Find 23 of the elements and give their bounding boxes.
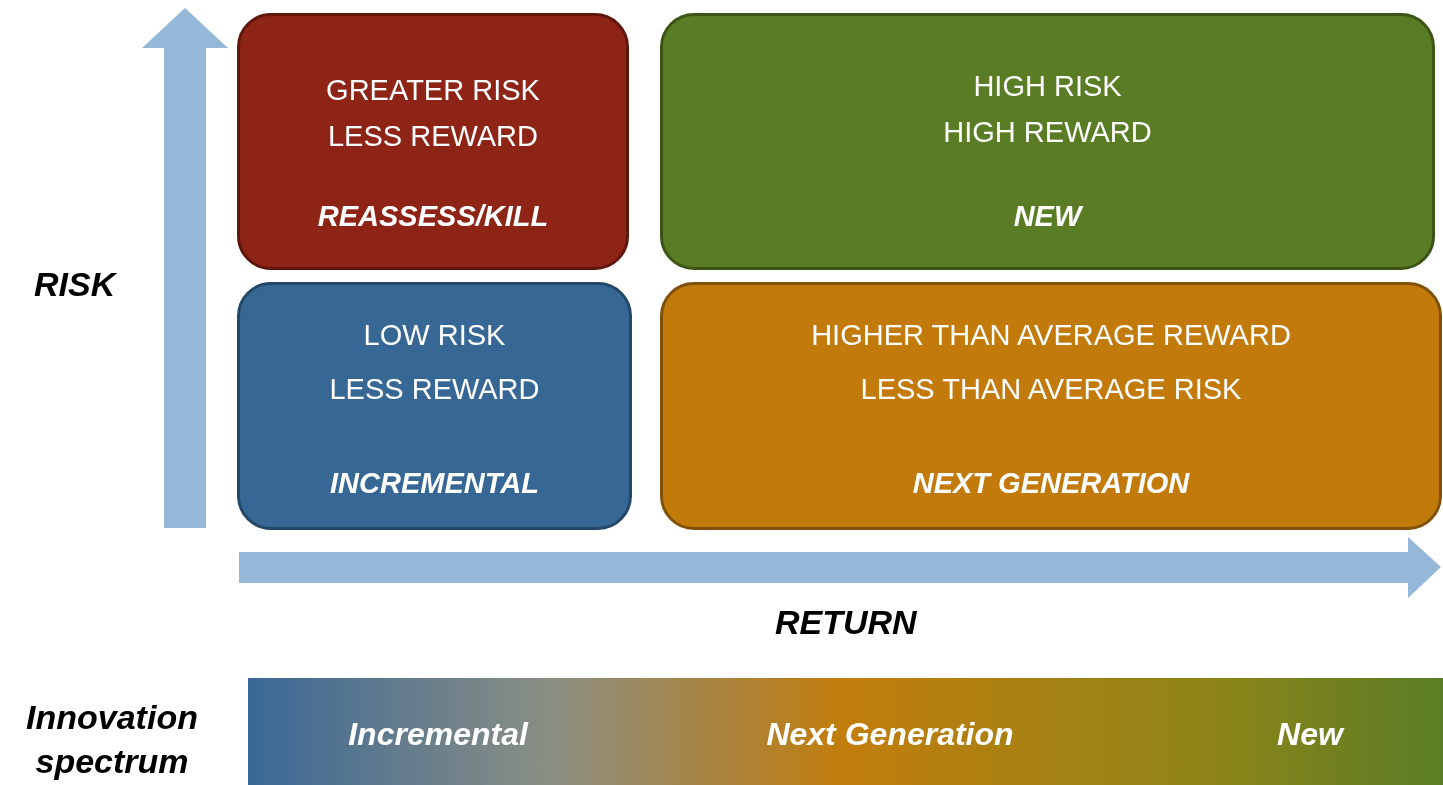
quadrant-box — [660, 282, 1442, 530]
category-label: NEW — [1012, 200, 1085, 233]
category-label: NEXT GENERATION — [911, 467, 1191, 500]
description-text: LESS REWARD — [328, 373, 541, 406]
quadrant-box — [237, 282, 632, 530]
spectrum-label: Incremental — [348, 716, 528, 753]
quadrant-box — [237, 13, 629, 270]
description-text: LESS REWARD — [327, 120, 539, 153]
description-text: LESS THAN AVERAGE RISK — [859, 373, 1243, 406]
category-label: REASSESS/KILL — [316, 200, 550, 233]
description-text: HIGH REWARD — [942, 116, 1153, 149]
description-text: HIGH RISK — [972, 70, 1123, 103]
description-text: LOW RISK — [362, 319, 507, 352]
description-text: GREATER RISK — [325, 74, 541, 107]
spectrum-title: Innovation spectrum — [25, 697, 199, 782]
spectrum-label: Next Generation — [766, 716, 1014, 753]
axis-title: RETURN — [775, 603, 917, 642]
quadrant-box — [660, 13, 1435, 270]
description-text: HIGHER THAN AVERAGE REWARD — [810, 319, 1292, 352]
category-label: INCREMENTAL — [329, 467, 540, 500]
spectrum-label: New — [1277, 716, 1343, 753]
axis-title: RISK — [34, 265, 116, 304]
gradient-spectrum-bar — [248, 678, 1443, 785]
